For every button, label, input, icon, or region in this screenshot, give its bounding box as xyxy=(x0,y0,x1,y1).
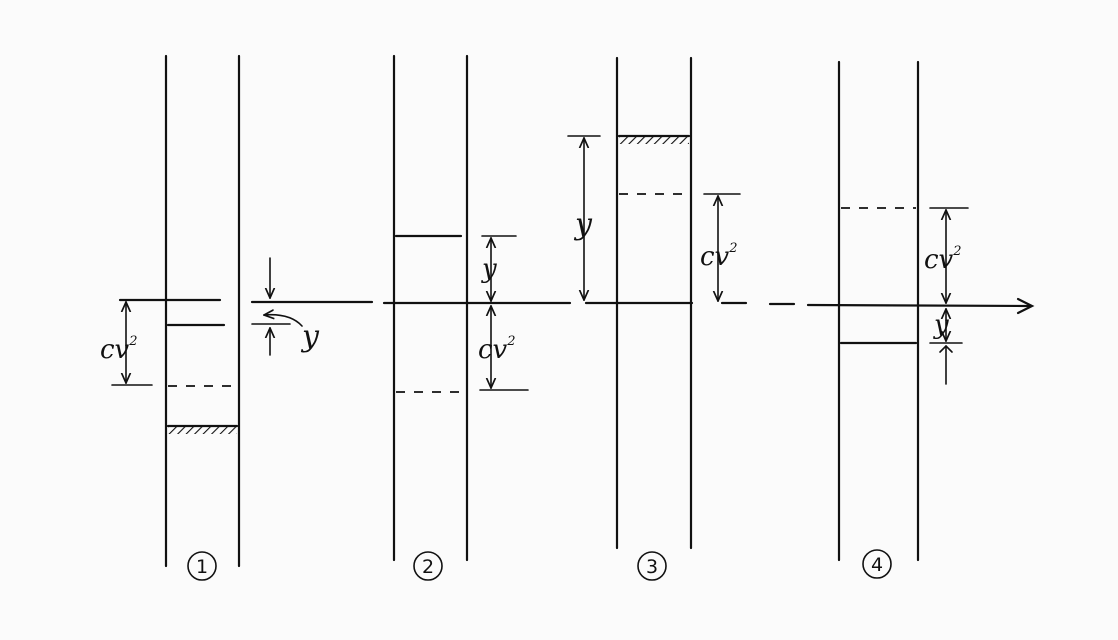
piston-hatch xyxy=(619,136,689,144)
y-label: y xyxy=(933,310,949,340)
cv-squared-label: cv2 xyxy=(924,244,962,275)
cv-squared-label: cv2 xyxy=(700,241,738,272)
panel-1: cv2 y 1 xyxy=(100,54,320,581)
panel-number-circle xyxy=(862,549,892,579)
panel-2: y cv2 2 xyxy=(392,54,529,581)
panel-number: 3 xyxy=(646,556,658,578)
panel-3: y cv2 3 xyxy=(567,56,741,581)
y-label: y xyxy=(300,319,320,354)
y-label: y xyxy=(573,207,593,242)
piston-hatch xyxy=(168,426,237,434)
panel-number: 1 xyxy=(196,556,208,578)
y-label: y xyxy=(481,254,497,284)
panel-number: 4 xyxy=(871,554,883,576)
panel-number-circle xyxy=(413,551,443,581)
reference-line xyxy=(118,297,1035,315)
panel-number: 2 xyxy=(422,556,434,578)
cv-squared-label: cv2 xyxy=(478,334,516,365)
panel-number-circle xyxy=(637,551,667,581)
cv-squared-label: cv2 xyxy=(100,334,138,365)
panel-4: cv2 y 4 xyxy=(837,60,969,579)
panel-number-circle xyxy=(187,551,217,581)
